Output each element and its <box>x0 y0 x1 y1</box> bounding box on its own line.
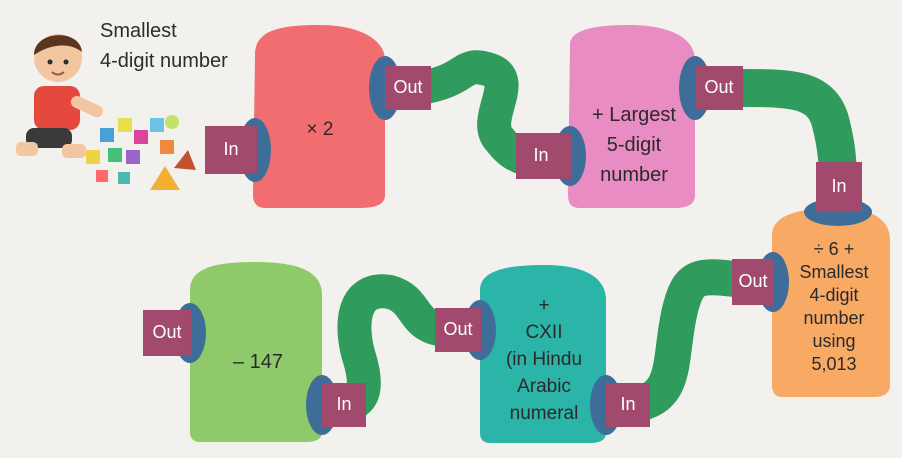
machine-4-line-5: numeral <box>488 400 600 427</box>
machine-4-line-4: Arabic <box>488 373 600 400</box>
machine-3-line-3: 4-digit <box>780 284 888 307</box>
machine-2-out-label: Out <box>695 77 743 98</box>
machine-3-label: ÷ 6 + Smallest 4-digit number using 5,01… <box>780 238 888 376</box>
machine-4-label: + CXII (in Hindu Arabic numeral <box>488 292 600 427</box>
machine-4-line-3: (in Hindu <box>488 346 600 373</box>
machine-3-in-label: In <box>816 176 862 197</box>
start-caption-line-1: Smallest <box>100 16 270 46</box>
machine-1-line-1: × 2 <box>270 118 370 142</box>
machine-2-line-2: 5-digit <box>578 130 690 160</box>
machine-3-line-1: ÷ 6 + <box>780 238 888 261</box>
machine-4-in-label: In <box>606 394 650 415</box>
machine-2-in-label: In <box>518 145 564 166</box>
machine-1-out-label: Out <box>385 77 431 98</box>
machine-1-label: × 2 <box>270 118 370 142</box>
machine-3-line-6: 5,013 <box>780 353 888 376</box>
machine-2-label: + Largest 5-digit number <box>578 100 690 190</box>
machine-5-in-label: In <box>322 394 366 415</box>
machine-1-in-label: In <box>208 139 254 160</box>
start-caption-line-2: 4-digit number <box>100 46 270 76</box>
machine-2-line-3: number <box>578 160 690 190</box>
machine-5-label: – 147 <box>208 350 308 374</box>
machine-2-line-1: + Largest <box>578 100 690 130</box>
machine-times-2 <box>253 25 385 208</box>
machine-5-out-label: Out <box>143 322 191 343</box>
machine-3-out-label: Out <box>732 271 774 292</box>
machine-4-line-1: + <box>488 292 600 319</box>
machine-4-line-2: CXII <box>488 319 600 346</box>
machine-3-line-4: number <box>780 307 888 330</box>
machine-3-line-5: using <box>780 330 888 353</box>
machine-5-line-1: – 147 <box>208 350 308 374</box>
start-caption: Smallest 4-digit number <box>100 16 270 76</box>
machine-3-line-2: Smallest <box>780 261 888 284</box>
machine-4-out-label: Out <box>435 319 481 340</box>
